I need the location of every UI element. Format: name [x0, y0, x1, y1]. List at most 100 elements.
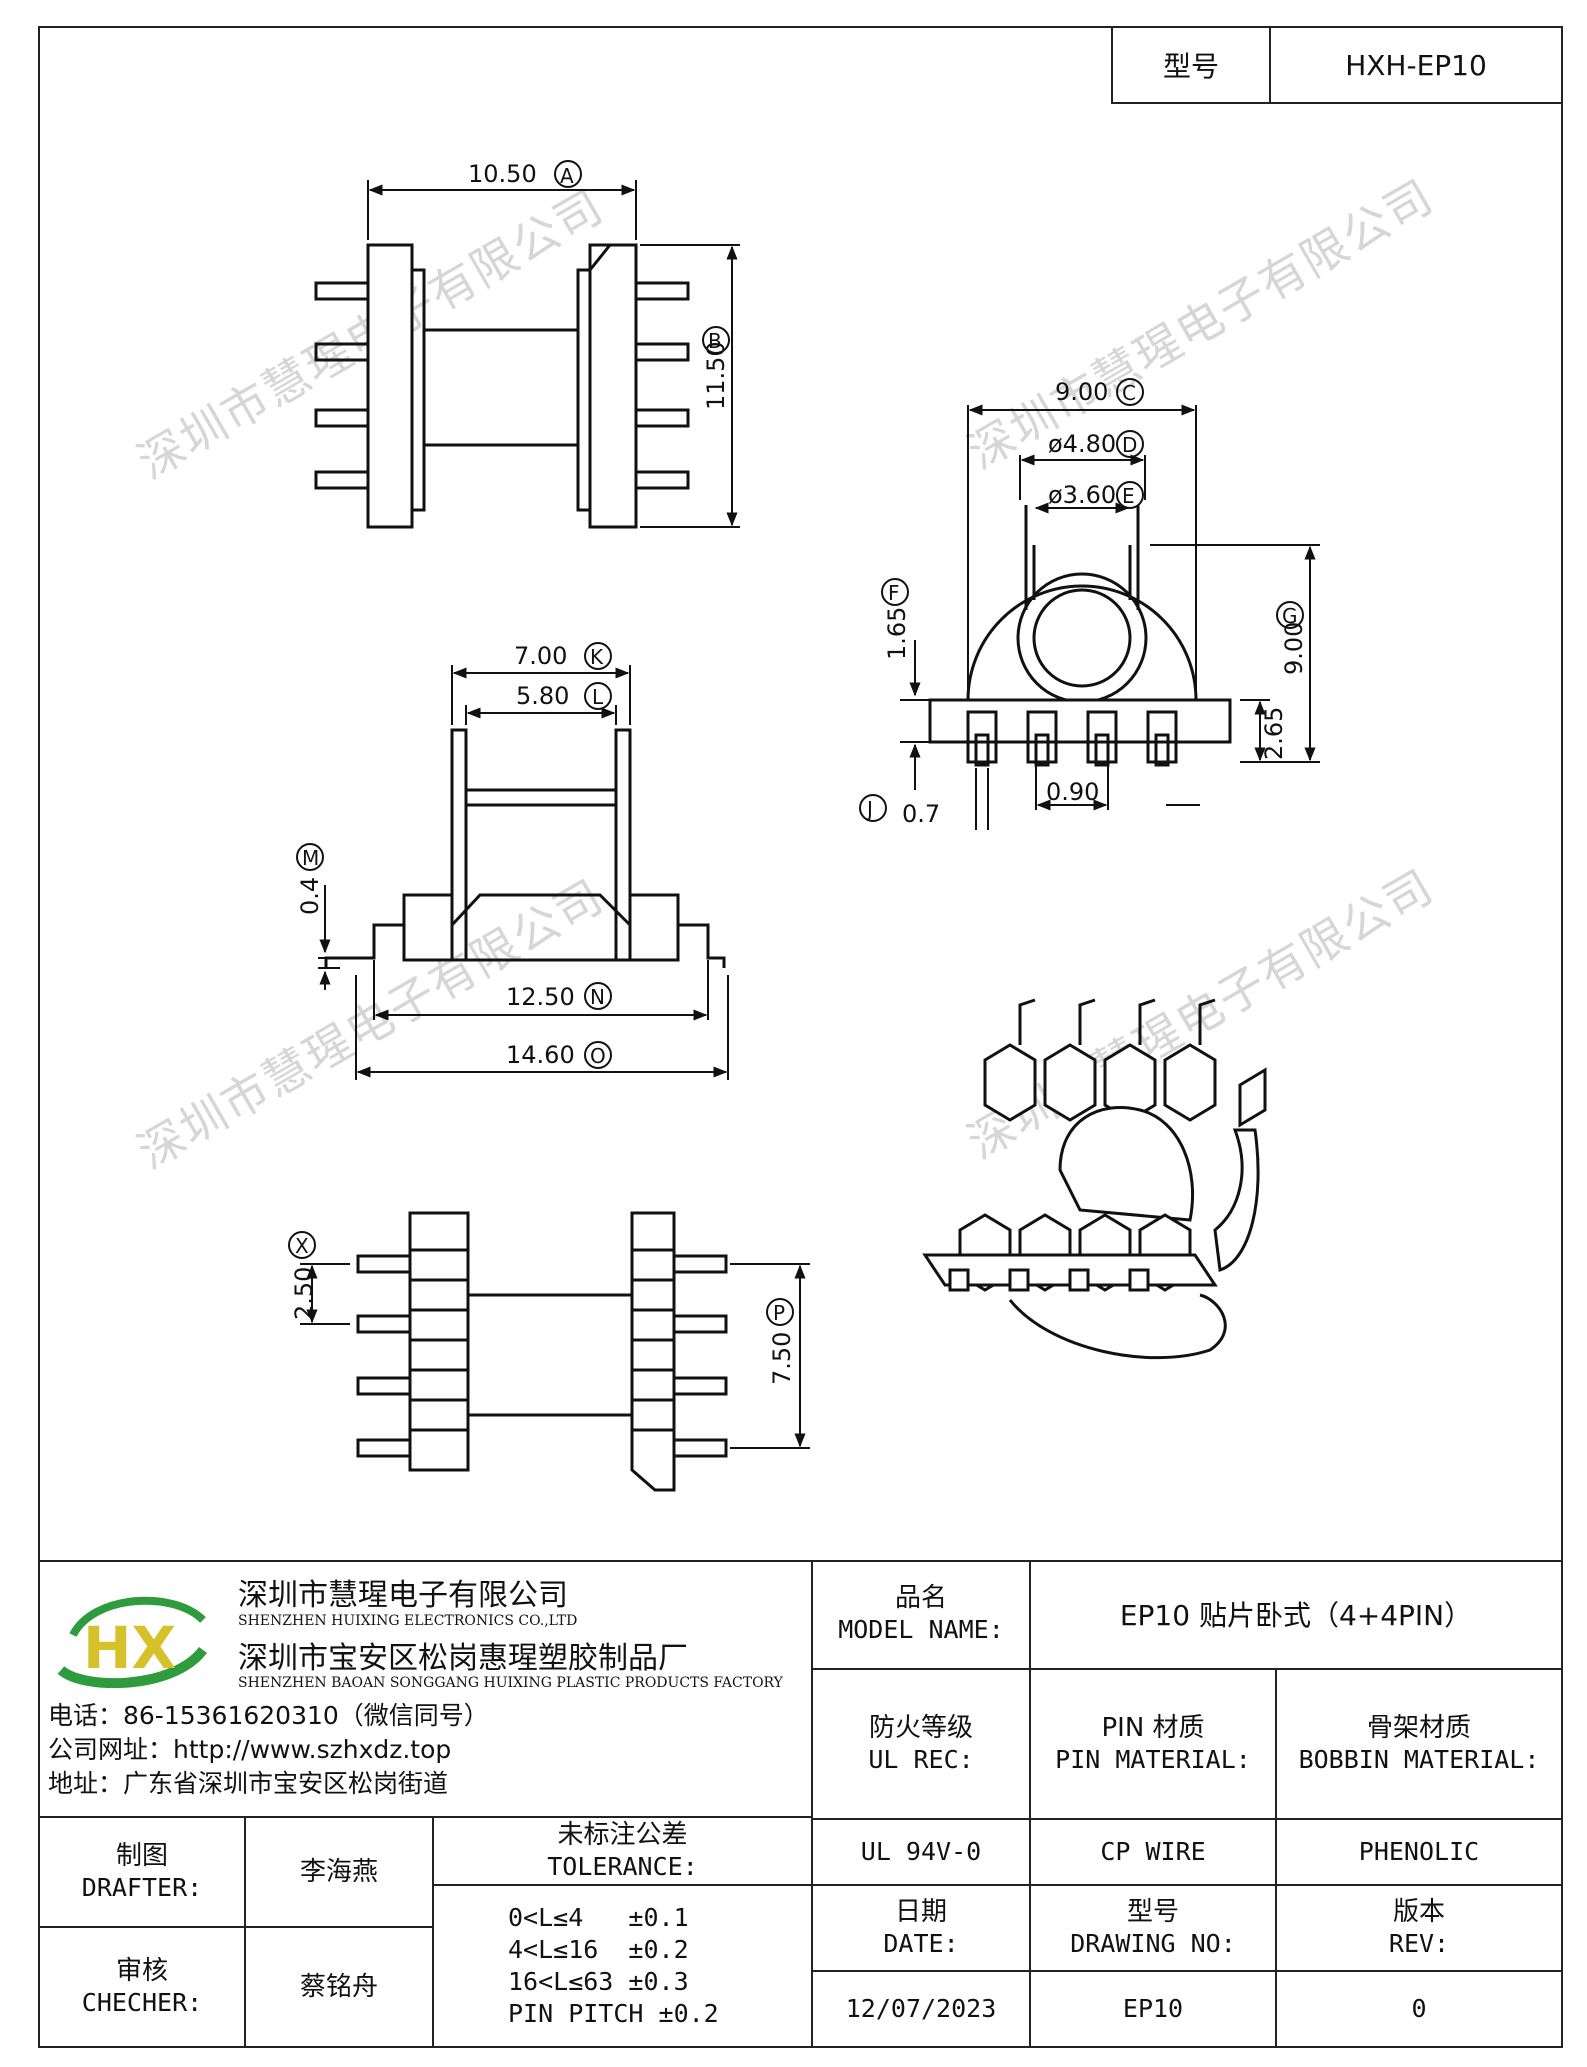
- dim-c-value: 9.00: [1055, 378, 1108, 406]
- company-address: 地址：广东省深圳市宝安区松岗街道: [48, 1769, 449, 1798]
- factory-name-en: SHENZHEN BAOAN SONGGANG HUIXING PLASTIC …: [238, 1675, 783, 1691]
- top-view: [928, 505, 1232, 767]
- tolerance-values-cell: 0<L≤4 ±0.1 4<L≤16 ±0.2 16<L≤63 ±0.3 PIN …: [432, 1884, 813, 2048]
- dim-d-letter: D: [1122, 433, 1137, 457]
- dwg-en: DRAWING NO:: [1070, 1929, 1236, 1958]
- dim-a-letter: A: [560, 164, 574, 188]
- company-cell: HX 深圳市慧瑆电子有限公司 SHENZHEN HUIXING ELECTRON…: [38, 1560, 813, 1818]
- checker-name-cell: 蔡铭舟: [244, 1926, 434, 2048]
- logo-text: HX: [83, 1614, 176, 1682]
- bobbin-label-cell: 骨架材质 BOBBIN MATERIAL:: [1275, 1668, 1563, 1820]
- model-name-en: MODEL NAME:: [838, 1615, 1004, 1644]
- model-value: HXH-EP10: [1345, 48, 1487, 82]
- rev-cn: 版本: [1392, 1897, 1445, 1927]
- bobbin-cn: 骨架材质: [1366, 1713, 1471, 1743]
- pin-value: CP WIRE: [1100, 1837, 1206, 1866]
- rev-en: REV:: [1388, 1929, 1450, 1958]
- bobbin-value-cell: PHENOLIC: [1275, 1818, 1563, 1886]
- checker-cn: 审核: [115, 1956, 168, 1986]
- model-value-cell: HXH-EP10: [1269, 26, 1563, 104]
- bobbin-en: BOBBIN MATERIAL:: [1298, 1745, 1540, 1774]
- date-label-cell: 日期 DATE:: [811, 1884, 1031, 1972]
- date-value-cell: 12/07/2023: [811, 1970, 1031, 2048]
- company-name-cn: 深圳市慧瑆电子有限公司: [238, 1578, 568, 1613]
- dim-f-letter: F: [888, 581, 900, 605]
- company-phone: 电话：86-15361620310（微信同号）: [48, 1701, 489, 1730]
- dim-p-letter: P: [773, 1301, 785, 1325]
- pin-label-cell: PIN 材质 PIN MATERIAL:: [1029, 1668, 1277, 1820]
- dim-m-letter: M: [302, 846, 319, 870]
- model-name-value: EP10 贴片卧式（4+4PIN）: [1119, 1599, 1473, 1632]
- dim-x-letter: X: [295, 1234, 309, 1258]
- company-logo: HX: [53, 1590, 218, 1690]
- pin-value-cell: CP WIRE: [1029, 1818, 1277, 1886]
- dim-o-letter: O: [590, 1044, 606, 1068]
- dim-d-value: ø4.80: [1048, 430, 1116, 458]
- dim-i-value: 0.90: [1046, 778, 1099, 806]
- ul-cn: 防火等级: [868, 1713, 973, 1743]
- tolerance-en: TOLERANCE:: [547, 1852, 698, 1881]
- watermark-2: 深圳市慧瑆电子有限公司: [959, 169, 1443, 480]
- logo-graphic: HX: [57, 1596, 207, 1689]
- title-block: [38, 1560, 1563, 2048]
- isometric-view: [922, 998, 1267, 1360]
- dim-l-value: 5.80: [516, 682, 569, 710]
- dim-o-value: 14.60: [506, 1041, 575, 1069]
- dim-j-letter: J: [865, 797, 873, 821]
- dim-k-letter: K: [590, 645, 604, 669]
- drafter-label-cell: 制图 DRAFTER:: [38, 1816, 246, 1928]
- dwg-label-cell: 型号 DRAWING NO:: [1029, 1884, 1277, 1972]
- bobbin-value: PHENOLIC: [1358, 1837, 1480, 1866]
- drafter-en: DRAFTER:: [81, 1873, 203, 1902]
- technical-drawing: 深圳市慧瑆电子有限公司 深圳市慧瑆电子有限公司 深圳市慧瑆电子有限公司 深圳市慧…: [129, 160, 1443, 1492]
- side-view: [314, 243, 690, 529]
- front-section-view: [324, 728, 726, 968]
- dim-m-value: 0.4: [296, 877, 324, 915]
- checker-name: 蔡铭舟: [299, 1972, 378, 2002]
- dwg-value-cell: EP10: [1029, 1970, 1277, 2048]
- company-name-en: SHENZHEN HUIXING ELECTRONICS CO.,LTD: [238, 1613, 578, 1629]
- dim-c-letter: C: [1122, 381, 1136, 405]
- checker-en: CHECHER:: [81, 1988, 203, 2017]
- model-label: 型号: [1162, 50, 1219, 83]
- drafter-name-cell: 李海燕: [244, 1816, 434, 1928]
- date-en: DATE:: [883, 1929, 959, 1958]
- rev-value: 0: [1411, 1994, 1427, 2023]
- tolerance-line-2: 4<L≤16 ±0.2: [508, 1935, 689, 1964]
- ul-value: UL 94V-0: [860, 1837, 982, 1866]
- bottom-view: [356, 1211, 728, 1492]
- tolerance-cn: 未标注公差: [557, 1820, 688, 1850]
- dwg-value: EP10: [1122, 1994, 1184, 2023]
- dim-x-value: 2.50: [290, 1267, 318, 1320]
- tolerance-header-cell: 未标注公差 TOLERANCE:: [432, 1816, 813, 1886]
- checker-label-cell: 审核 CHECHER:: [38, 1926, 246, 2048]
- dim-h-value: 2.65: [1260, 707, 1288, 760]
- dim-b-letter: B: [708, 329, 722, 353]
- dim-l-letter: L: [592, 685, 604, 709]
- dwg-cn: 型号: [1126, 1897, 1179, 1927]
- tolerance-line-3: 16<L≤63 ±0.3: [508, 1967, 689, 1996]
- dim-f-value: 1.65: [883, 607, 911, 660]
- watermark-3: 深圳市慧瑆电子有限公司: [129, 869, 613, 1180]
- pin-en: PIN MATERIAL:: [1055, 1745, 1251, 1774]
- company-website: 公司网址：http://www.szhxdz.top: [48, 1735, 452, 1764]
- dim-j-value: 0.7: [902, 800, 940, 828]
- date-cn: 日期: [894, 1897, 947, 1927]
- rev-label-cell: 版本 REV:: [1275, 1884, 1563, 1972]
- model-name-cn: 品名: [894, 1583, 947, 1613]
- dim-g-letter: G: [1282, 604, 1298, 628]
- rev-value-cell: 0: [1275, 1970, 1563, 2048]
- pin-cn: PIN 材质: [1101, 1713, 1205, 1743]
- tolerance-line-1: 0<L≤4 ±0.1: [508, 1903, 689, 1932]
- dim-k-value: 7.00: [514, 642, 567, 670]
- tolerance-line-4: PIN PITCH ±0.2: [508, 1999, 719, 2028]
- dim-e-value: ø3.60: [1048, 481, 1116, 509]
- dim-n-value: 12.50: [506, 983, 575, 1011]
- ul-en: UL REC:: [868, 1745, 974, 1774]
- dim-g-value: 9.00: [1280, 622, 1308, 675]
- dim-p-value: 7.50: [768, 1332, 796, 1385]
- model-name-value-cell: EP10 贴片卧式（4+4PIN）: [1029, 1560, 1563, 1670]
- watermarks: 深圳市慧瑆电子有限公司 深圳市慧瑆电子有限公司 深圳市慧瑆电子有限公司 深圳市慧…: [129, 169, 1443, 1180]
- factory-name-cn: 深圳市宝安区松岗惠瑆塑胶制品厂: [238, 1641, 688, 1676]
- model-name-label-cell: 品名 MODEL NAME:: [811, 1560, 1031, 1670]
